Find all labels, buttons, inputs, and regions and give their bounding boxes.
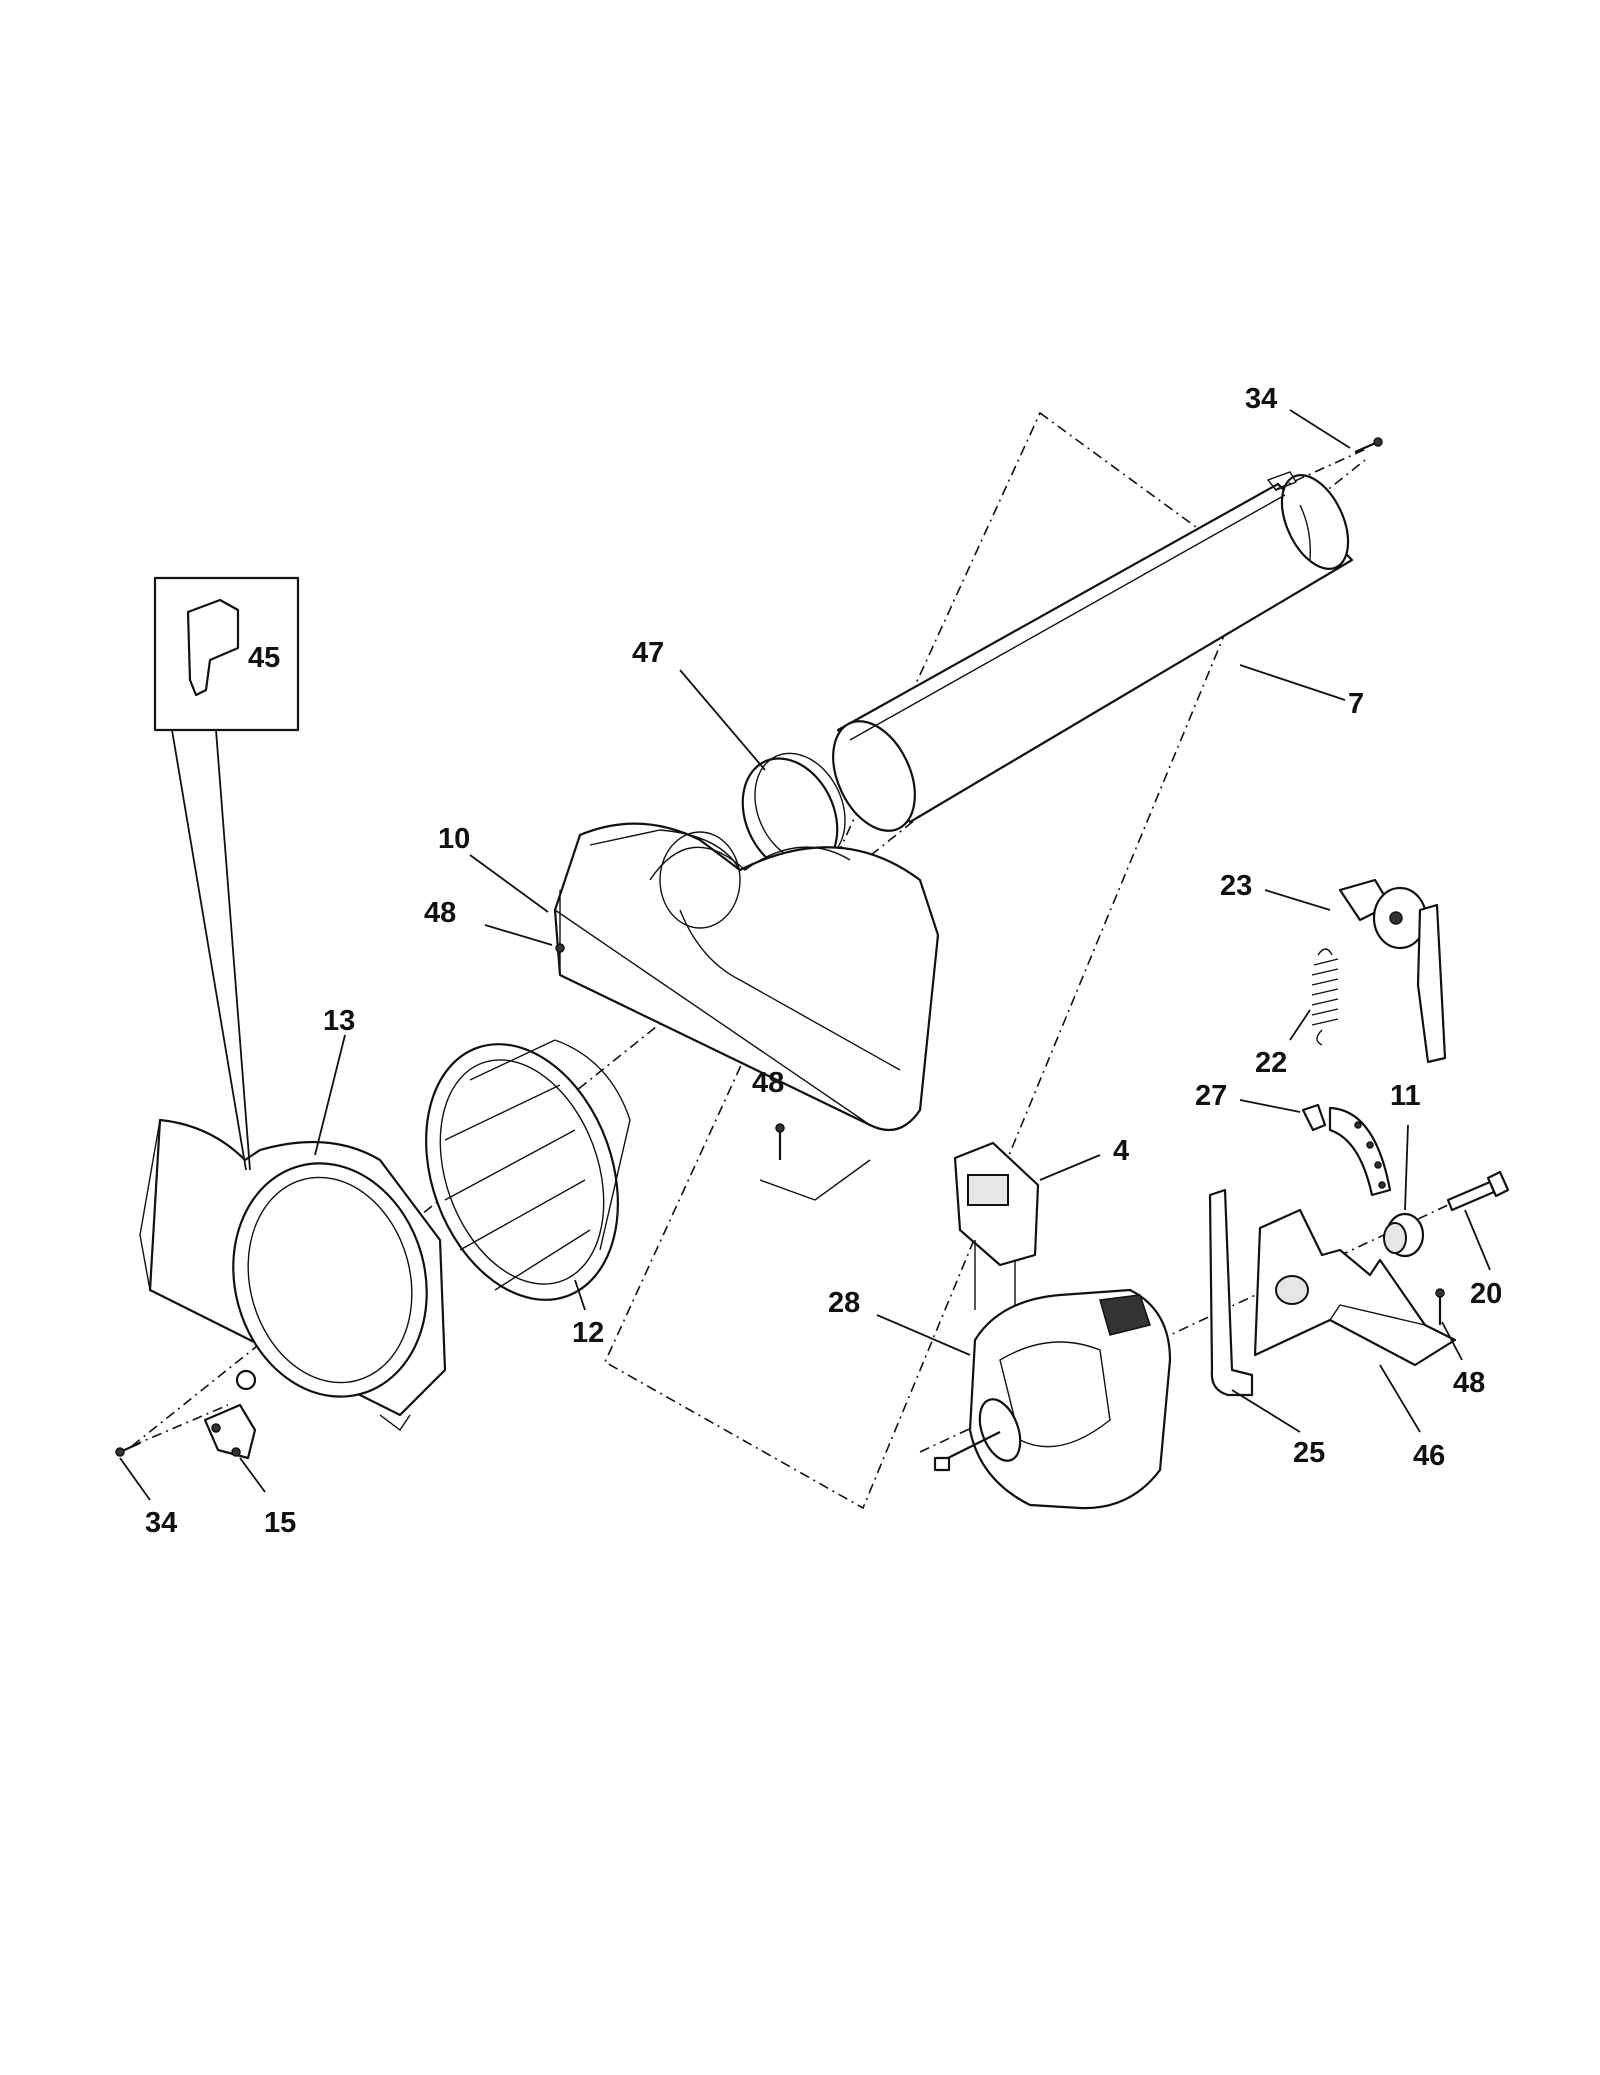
- screw-34-top: [1354, 437, 1383, 454]
- callout-15: 15: [264, 1507, 296, 1539]
- leader-46: [1379, 1364, 1421, 1433]
- blower-housing: [553, 822, 940, 1201]
- callout-10: 10: [438, 823, 470, 855]
- tension-spring: [1311, 948, 1339, 1046]
- leader-48-c: [1441, 1321, 1463, 1361]
- callout-34-top: 34: [1245, 383, 1277, 415]
- callout-28: 28: [828, 1287, 860, 1319]
- callout-20: 20: [1470, 1278, 1502, 1310]
- leader-22: [1289, 1009, 1311, 1041]
- screw-48-center: [775, 1123, 785, 1160]
- screw-48-housing: [555, 943, 565, 953]
- motor-mount-plate: [1253, 1208, 1457, 1367]
- front-bulkhead-plate: [139, 1118, 447, 1432]
- leader-11: [1404, 1124, 1409, 1211]
- callout-48-a: 48: [424, 897, 456, 929]
- leader-7: [1239, 664, 1346, 701]
- leader-25: [1231, 1389, 1301, 1433]
- thermostat: [131, 1403, 257, 1460]
- leader-15: [239, 1457, 266, 1493]
- leader-12: [574, 1279, 586, 1311]
- callout-13: 13: [323, 1005, 355, 1037]
- leader-13: [314, 1034, 346, 1156]
- callout-7: 7: [1348, 688, 1364, 720]
- callout-23: 23: [1220, 870, 1252, 902]
- callout-25: 25: [1293, 1437, 1325, 1469]
- callout-27: 27: [1195, 1080, 1227, 1112]
- idler-pulley: [1338, 878, 1447, 1064]
- leader-4: [1039, 1154, 1101, 1181]
- screw-34-bottom: [115, 1441, 141, 1457]
- idler-arm: [1301, 1103, 1392, 1197]
- callout-48-c: 48: [1453, 1367, 1485, 1399]
- idler-shaft-bolt: [1446, 1170, 1510, 1212]
- blower-duct-tube: [832, 471, 1354, 832]
- callout-47: 47: [632, 637, 664, 669]
- inset-detail-box: [153, 576, 300, 1171]
- callout-45: 45: [248, 642, 280, 674]
- callout-48-b: 48: [752, 1067, 784, 1099]
- blower-wheel: [425, 1039, 631, 1301]
- callout-46: 46: [1413, 1440, 1445, 1472]
- callout-12: 12: [572, 1317, 604, 1349]
- leader-20: [1464, 1209, 1491, 1271]
- leader-48-a: [484, 924, 553, 946]
- leader-28: [876, 1314, 971, 1356]
- motor-strap: [1208, 1188, 1254, 1397]
- leader-23: [1264, 889, 1331, 911]
- screw-48-plate: [1435, 1288, 1445, 1325]
- callout-11: 11: [1390, 1080, 1421, 1112]
- callout-4: 4: [1113, 1135, 1129, 1167]
- leader-34-top: [1289, 409, 1351, 449]
- callout-34-bottom: 34: [145, 1507, 177, 1539]
- idler-wheel: [1383, 1212, 1425, 1258]
- leader-34-bottom: [119, 1457, 151, 1501]
- motor-mount-plane: [603, 411, 1253, 1510]
- leader-47: [679, 669, 766, 771]
- motor-mount-bracket: [953, 1141, 1040, 1320]
- leader-10: [469, 854, 549, 913]
- screw-34-axis: [1274, 447, 1369, 491]
- drive-motor: [933, 1288, 1172, 1510]
- callout-22: 22: [1255, 1047, 1287, 1079]
- leader-27: [1239, 1099, 1301, 1113]
